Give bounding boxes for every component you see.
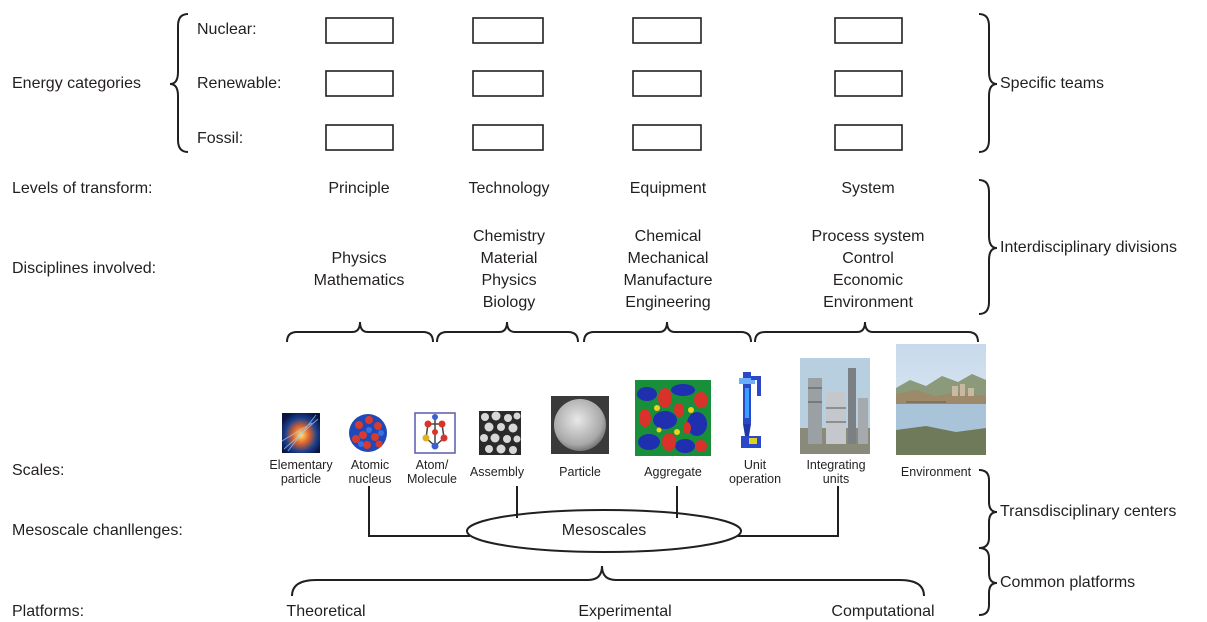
team-box [472, 70, 544, 97]
atomic-nucleus-image [349, 414, 387, 452]
level-technology: Technology [468, 180, 550, 197]
scale-caption-atomic-nucleus: Atomic nucleus [348, 458, 392, 486]
elementary-particle-image [282, 413, 320, 453]
team-box [632, 124, 702, 151]
plant-image [800, 358, 870, 454]
transdisciplinary-centers-label: Transdisciplinary centers [1000, 503, 1177, 520]
platform-computational: Computational [831, 603, 935, 620]
scale-caption-particle: Particle [559, 465, 601, 479]
scales-label: Scales: [12, 462, 65, 479]
level-system: System [841, 180, 895, 197]
discipline-item: Environment [823, 294, 913, 311]
unit-operation-image [739, 372, 761, 448]
energy-row-fossil: Fossil: [197, 130, 244, 147]
scale-caption-aggregate: Aggregate [644, 465, 702, 479]
discipline-brace-2 [436, 321, 579, 343]
platforms-brace [291, 565, 925, 597]
discipline-item: Chemistry [472, 228, 545, 245]
discipline-item: Economic [832, 272, 904, 289]
landscape-image [896, 344, 986, 455]
team-box [472, 124, 544, 151]
aggregate-image [635, 380, 711, 456]
mesoscales-ellipse [466, 509, 742, 553]
discipline-group-system: Process system Control Economic Environm… [788, 226, 948, 314]
scale-caption-integrating-units: Integrating units [806, 458, 866, 486]
team-box [834, 70, 903, 97]
discipline-group-principle: Physics Mathematics [289, 248, 429, 292]
scale-caption-atom-molecule: Atom/ Molecule [406, 458, 458, 486]
discipline-item: Engineering [625, 294, 711, 311]
scale-caption-unit-operation: Unit operation [728, 458, 782, 486]
mesoscale-left-connector [368, 486, 470, 537]
energy-row-renewable: Renewable: [197, 75, 282, 92]
discipline-item: Control [842, 250, 894, 267]
levels-of-transform-label: Levels of transform: [12, 180, 153, 197]
discipline-item: Process system [811, 228, 925, 245]
discipline-item: Physics [331, 250, 387, 267]
discipline-item: Biology [482, 294, 536, 311]
interdisciplinary-divisions-label: Interdisciplinary divisions [1000, 239, 1177, 256]
particle-image [551, 396, 609, 454]
common-platforms-brace [978, 547, 998, 616]
team-box [632, 17, 702, 44]
interdisciplinary-brace [978, 179, 998, 315]
mesoscale-right-connector [737, 486, 839, 537]
platform-theoretical: Theoretical [286, 603, 366, 620]
level-equipment: Equipment [629, 180, 707, 197]
specific-teams-brace [978, 13, 998, 153]
team-box [325, 70, 394, 97]
mesoscale-challenges-label: Mesoscale chanllenges: [12, 522, 183, 539]
team-box [472, 17, 544, 44]
discipline-brace-1 [286, 321, 434, 343]
team-box [834, 17, 903, 44]
discipline-item: Mechanical [627, 250, 709, 267]
scale-caption-environment: Environment [900, 465, 972, 479]
disciplines-involved-label: Disciplines involved: [12, 260, 157, 277]
discipline-item: Mathematics [313, 272, 405, 289]
platforms-label: Platforms: [12, 603, 85, 620]
team-box [325, 17, 394, 44]
team-box [325, 124, 394, 151]
energy-categories-label: Energy categories [12, 75, 141, 92]
discipline-brace-4 [754, 321, 979, 343]
discipline-item: Manufacture [623, 272, 713, 289]
energy-row-nuclear: Nuclear: [197, 21, 257, 38]
mesoscales-label: Mesoscales [561, 522, 647, 539]
scale-caption-elementary-particle: Elementary particle [269, 458, 333, 486]
team-box [834, 124, 903, 151]
transdisciplinary-brace [978, 469, 998, 549]
specific-teams-label: Specific teams [1000, 75, 1105, 92]
discipline-group-equipment: Chemical Mechanical Manufacture Engineer… [598, 226, 738, 314]
discipline-brace-3 [583, 321, 752, 343]
assembly-image [479, 411, 521, 455]
discipline-group-technology: Chemistry Material Physics Biology [439, 226, 579, 314]
platform-experimental: Experimental [578, 603, 672, 620]
level-principle: Principle [328, 180, 390, 197]
discipline-item: Chemical [634, 228, 702, 245]
discipline-item: Physics [481, 272, 537, 289]
molecule-image [414, 412, 456, 454]
discipline-item: Material [480, 250, 538, 267]
team-box [632, 70, 702, 97]
scale-caption-assembly: Assembly [469, 465, 525, 479]
common-platforms-label: Common platforms [1000, 574, 1136, 591]
energy-left-brace [169, 13, 189, 153]
